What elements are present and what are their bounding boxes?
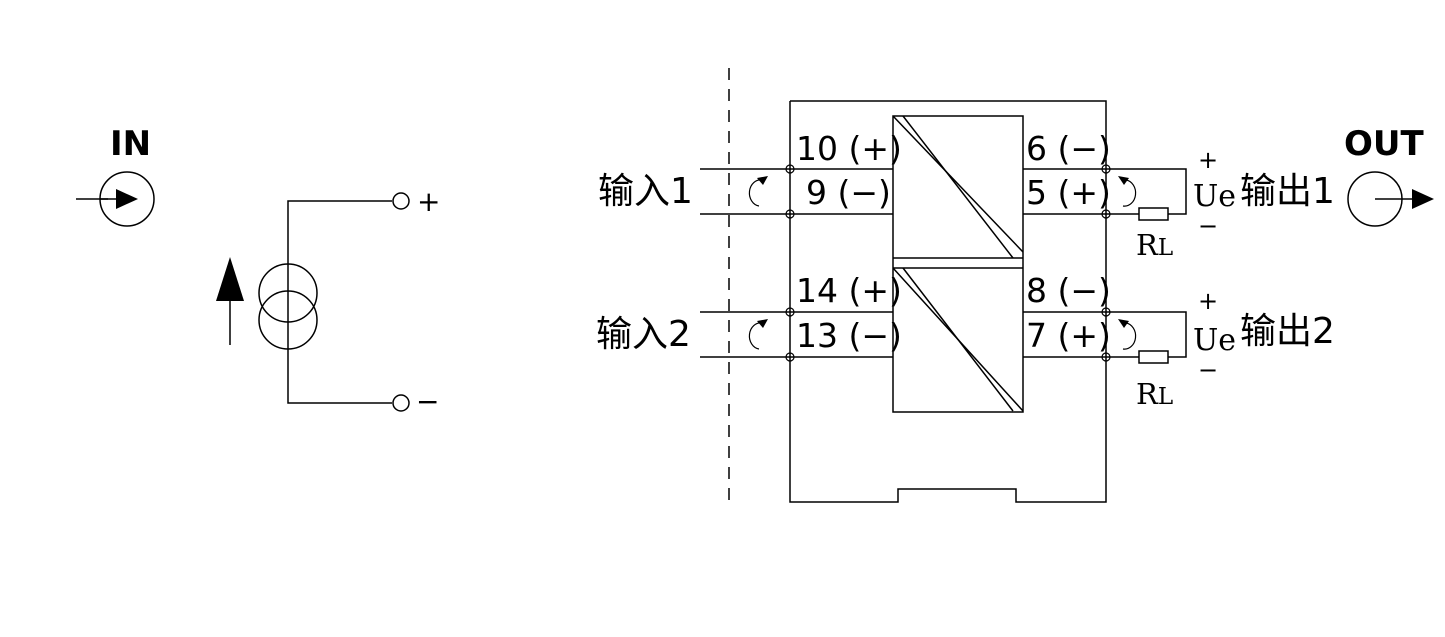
terminal-6: 6 (−) bbox=[1026, 129, 1111, 168]
out1-minus: − bbox=[1198, 212, 1218, 240]
current-arrow-head bbox=[216, 257, 244, 301]
module-housing bbox=[789, 100, 1107, 503]
terminal-minus bbox=[392, 394, 410, 412]
output2-label: 输出2 bbox=[1240, 311, 1335, 352]
channel1-output: 6 (−) 5 (+) Ue + − RL 输出1 bbox=[1023, 129, 1335, 262]
voltage-label-2: Ue bbox=[1193, 323, 1236, 358]
input2-label: 输入2 bbox=[596, 314, 691, 355]
source-wires bbox=[287, 200, 392, 404]
out2-plus: + bbox=[1198, 287, 1218, 315]
out-arrow-head bbox=[1412, 189, 1434, 209]
ch2-out-loop-arrow bbox=[1122, 322, 1137, 350]
source-minus-label: − bbox=[416, 385, 439, 418]
out-symbol: OUT bbox=[1344, 124, 1434, 227]
input1-label: 输入1 bbox=[598, 171, 693, 212]
rl-label-1: RL bbox=[1136, 228, 1173, 262]
housing-outline bbox=[789, 100, 1107, 503]
terminal-10: 10 (+) bbox=[796, 129, 902, 168]
terminal-7: 7 (+) bbox=[1026, 316, 1111, 355]
voltage-label-1: Ue bbox=[1193, 179, 1236, 214]
in-arrow-head bbox=[116, 189, 138, 209]
output1-label: 输出1 bbox=[1240, 171, 1335, 212]
terminal-plus bbox=[392, 192, 410, 210]
source-circle-top bbox=[258, 263, 318, 323]
ch1-out-loop-arrow bbox=[1122, 179, 1137, 207]
terminal-5: 5 (+) bbox=[1026, 173, 1111, 212]
out2-minus: − bbox=[1198, 356, 1218, 384]
terminal-9: 9 (−) bbox=[806, 173, 891, 212]
source-circle-bottom bbox=[258, 290, 318, 350]
terminal-14: 14 (+) bbox=[796, 271, 902, 310]
rl-label-2: RL bbox=[1136, 377, 1173, 411]
load-resistor-2 bbox=[1138, 350, 1169, 364]
out1-plus: + bbox=[1198, 146, 1218, 174]
source-plus-label: + bbox=[417, 185, 440, 218]
in-label: IN bbox=[110, 124, 151, 164]
terminal-8: 8 (−) bbox=[1026, 271, 1111, 310]
terminal-13: 13 (−) bbox=[796, 316, 902, 355]
ch1-loop-arrow bbox=[748, 179, 763, 207]
ch2-loop-arrow bbox=[748, 322, 763, 350]
isolation-block bbox=[892, 115, 1024, 413]
channel2-output: 8 (−) 7 (+) Ue + − RL 输出2 bbox=[1023, 271, 1335, 411]
out-label: OUT bbox=[1344, 124, 1425, 164]
channel2-input: 输入2 14 (+) 13 (−) bbox=[596, 271, 902, 362]
load-resistor-1 bbox=[1138, 207, 1169, 221]
in-symbol: IN bbox=[76, 124, 155, 227]
channel1-input: 输入1 10 (+) 9 (−) bbox=[598, 129, 902, 219]
current-source: + − bbox=[216, 185, 440, 418]
